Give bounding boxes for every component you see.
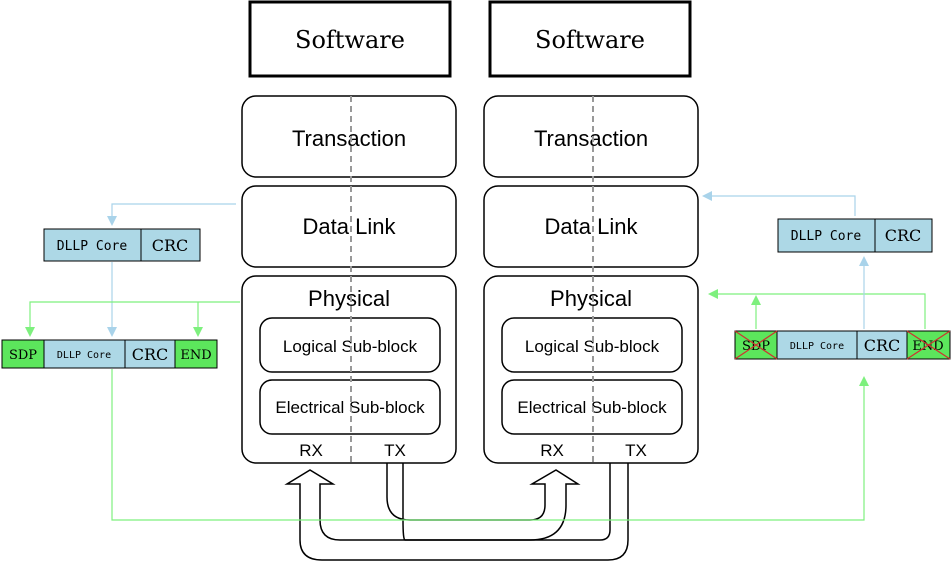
left-framed-crc-label: CRC [132, 345, 169, 364]
left-stack: Software Transaction Data Link Physical … [241, 0, 457, 464]
right-end-strike-icon [906, 330, 951, 360]
link-left-tx-to-right-rx [386, 463, 581, 541]
left-rx-label: RX [299, 441, 323, 460]
left-framed-core-label: DLLP Core [57, 350, 111, 361]
right-dllp-core-label: DLLP Core [791, 229, 862, 244]
left-transaction-box [241, 95, 457, 178]
left-software-box [248, 0, 452, 78]
right-datalink-label: Data Link [545, 214, 639, 239]
right-dllp-crc-label: CRC [885, 226, 922, 245]
left-framed-sdp-label: SDP [9, 348, 37, 363]
link-right-tx-to-left-rx [284, 463, 629, 561]
left-framed-end-label: END [180, 348, 211, 363]
left-transaction-label: Transaction [292, 126, 406, 151]
right-transaction-box [483, 95, 699, 178]
right-rx-label: RX [540, 441, 564, 460]
right-datalink-box [483, 185, 699, 268]
left-datalink-box [241, 185, 457, 268]
left-framed-to-right-physical-line [111, 369, 869, 521]
right-software-box [488, 0, 692, 78]
left-dllp-packet: DLLP Core CRC [43, 228, 201, 262]
right-physical-label: Physical [550, 286, 632, 311]
left-datalink-label: Data Link [303, 214, 397, 239]
right-framed-packet: SDP DLLP Core CRC END [734, 330, 951, 360]
left-software-label: Software [295, 26, 405, 54]
left-physical-label: Physical [308, 286, 390, 311]
right-dllp-packet: DLLP Core CRC [777, 218, 933, 253]
right-stack: Software Transaction Data Link Physical … [483, 0, 699, 464]
right-framed-crc-label: CRC [864, 336, 901, 355]
left-physical-framing-line [25, 301, 240, 337]
right-sdp-strike-icon [734, 330, 778, 360]
left-tx-label: TX [384, 441, 406, 460]
left-dllp-core-label: DLLP Core [57, 239, 128, 254]
right-tx-label: TX [625, 441, 647, 460]
right-software-label: Software [535, 26, 645, 54]
right-framed-core-label: DLLP Core [790, 341, 844, 352]
right-dllp-to-datalink-arrow [702, 191, 856, 216]
right-framed-to-physical-arrow [708, 289, 926, 329]
left-datalink-to-dllp-arrow [107, 203, 236, 226]
left-framed-packet: SDP DLLP Core CRC END [1, 339, 218, 369]
left-dllp-crc-label: CRC [152, 236, 189, 255]
right-transaction-label: Transaction [534, 126, 648, 151]
